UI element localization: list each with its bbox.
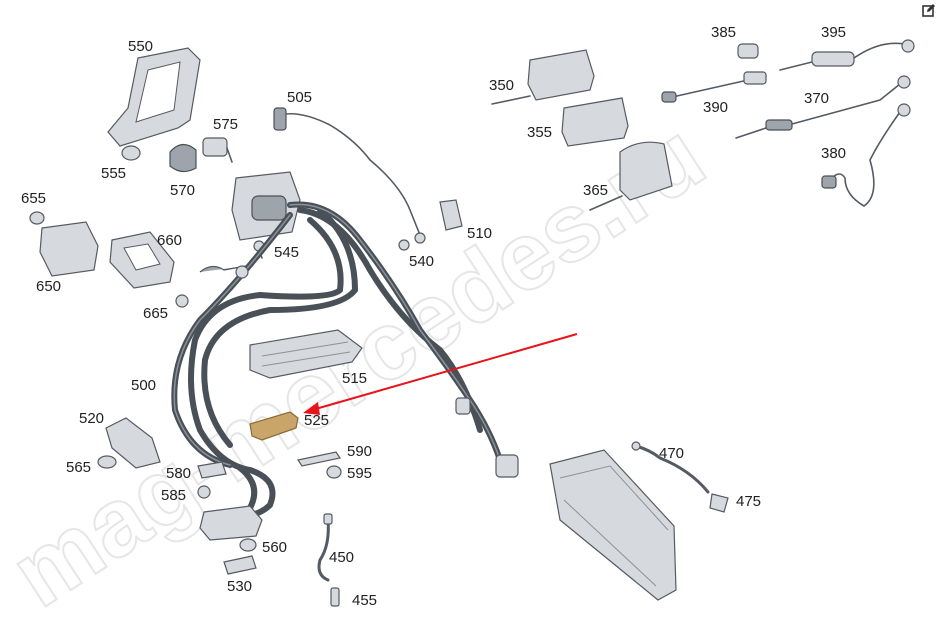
- label-580[interactable]: 580: [166, 465, 191, 482]
- edit-icon: [922, 4, 935, 17]
- part-540-nut[interactable]: [398, 239, 410, 251]
- label-500[interactable]: 500: [131, 377, 156, 394]
- part-550-bracket[interactable]: [107, 47, 201, 147]
- part-350-bag[interactable]: [491, 49, 595, 105]
- part-565-grommet[interactable]: [97, 455, 117, 469]
- label-595[interactable]: 595: [347, 465, 372, 482]
- label-510[interactable]: 510: [467, 225, 492, 242]
- edit-button[interactable]: [922, 3, 936, 17]
- part-575-connector[interactable]: [202, 137, 233, 163]
- part-585-nut[interactable]: [197, 485, 211, 499]
- label-560[interactable]: 560: [262, 539, 287, 556]
- label-530[interactable]: 530: [227, 578, 252, 595]
- part-525-highlighted-bracket[interactable]: [249, 411, 299, 441]
- part-665-nut[interactable]: [175, 294, 189, 308]
- part-590-clip[interactable]: [297, 451, 341, 467]
- part-500-harness[interactable]: [171, 201, 519, 541]
- part-385-adapter[interactable]: [737, 43, 759, 59]
- part-390-cable[interactable]: [661, 71, 767, 103]
- label-390[interactable]: 390: [703, 99, 728, 116]
- part-650-control-unit[interactable]: [39, 221, 99, 277]
- label-385[interactable]: 385: [711, 24, 736, 41]
- part-450-cable[interactable]: [317, 513, 333, 582]
- part-365-pouch[interactable]: [589, 141, 673, 211]
- label-350[interactable]: 350: [489, 77, 514, 94]
- part-395-charging-cable[interactable]: [779, 39, 915, 71]
- part-595-nut[interactable]: [326, 465, 342, 479]
- label-650[interactable]: 650: [36, 278, 61, 295]
- label-570[interactable]: 570: [170, 182, 195, 199]
- part-370-charging-cable[interactable]: [735, 75, 911, 139]
- part-475-bolt[interactable]: [709, 493, 729, 513]
- part-510-bracket[interactable]: [439, 199, 463, 231]
- label-590[interactable]: 590: [347, 443, 372, 460]
- label-365[interactable]: 365: [583, 182, 608, 199]
- label-555[interactable]: 555: [101, 165, 126, 182]
- label-470[interactable]: 470: [659, 445, 684, 462]
- part-520-cover[interactable]: [105, 417, 161, 469]
- part-655-plug[interactable]: [29, 211, 45, 225]
- label-550[interactable]: 550: [128, 38, 153, 55]
- part-555-plug[interactable]: [121, 145, 141, 161]
- part-high-voltage-module[interactable]: [549, 449, 677, 601]
- part-500-connector[interactable]: [199, 265, 249, 279]
- label-575[interactable]: 575: [213, 116, 238, 133]
- part-570-cap[interactable]: [169, 143, 197, 173]
- part-580-bracket[interactable]: [197, 461, 227, 479]
- label-380[interactable]: 380: [821, 145, 846, 162]
- label-540[interactable]: 540: [409, 253, 434, 270]
- label-545[interactable]: 545: [274, 244, 299, 261]
- label-455[interactable]: 455: [352, 592, 377, 609]
- label-520[interactable]: 520: [79, 410, 104, 427]
- part-455-bolt[interactable]: [330, 587, 340, 607]
- part-470-cable[interactable]: [631, 441, 710, 494]
- label-395[interactable]: 395: [821, 24, 846, 41]
- label-525[interactable]: 525: [304, 412, 329, 429]
- label-655[interactable]: 655: [21, 190, 46, 207]
- label-505[interactable]: 505: [287, 89, 312, 106]
- label-665[interactable]: 665: [143, 305, 168, 322]
- label-370[interactable]: 370: [804, 90, 829, 107]
- part-530-plate[interactable]: [223, 555, 257, 575]
- part-660-bracket[interactable]: [109, 231, 175, 289]
- label-515[interactable]: 515: [342, 370, 367, 387]
- label-660[interactable]: 660: [157, 232, 182, 249]
- part-505-cable[interactable]: [273, 107, 426, 244]
- part-515-cover[interactable]: [249, 329, 363, 379]
- part-355-bag[interactable]: [561, 97, 629, 147]
- part-560-grommet[interactable]: [239, 538, 257, 552]
- highlight-arrow: [303, 333, 578, 415]
- label-565[interactable]: 565: [66, 459, 91, 476]
- label-475[interactable]: 475: [736, 493, 761, 510]
- label-450[interactable]: 450: [329, 549, 354, 566]
- part-380-charging-cable[interactable]: [821, 103, 911, 207]
- label-585[interactable]: 585: [161, 487, 186, 504]
- label-355[interactable]: 355: [527, 124, 552, 141]
